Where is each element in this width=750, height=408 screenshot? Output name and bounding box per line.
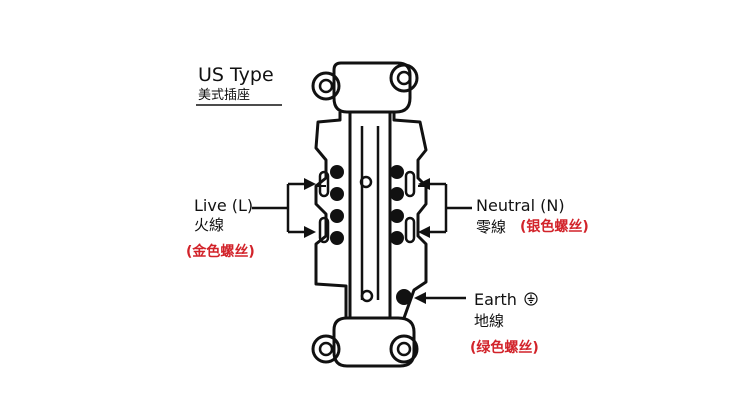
center-hole-top: [359, 175, 373, 189]
neutral-screw-3: [390, 209, 404, 223]
neutral-screw-2: [390, 187, 404, 201]
earth-label-en: Earth: [474, 292, 538, 308]
top-left-hole: [318, 78, 334, 94]
live-pointer: [252, 182, 308, 234]
center-strap: [348, 110, 392, 320]
live-screw-3: [330, 209, 344, 223]
neutral-slot-bottom: [404, 216, 416, 244]
live-screw-1: [330, 165, 344, 179]
live-screw-2: [330, 187, 344, 201]
live-arrow-bottom: [304, 226, 316, 238]
bottom-left-hole: [318, 341, 334, 357]
live-slot-top: [318, 170, 330, 198]
center-hole-bottom: [360, 289, 374, 303]
neutral-arrow-top: [418, 178, 430, 190]
earth-label-text: Earth: [474, 290, 517, 309]
neutral-screw-1: [390, 165, 404, 179]
earth-screw-label: (绿色螺丝): [470, 340, 539, 356]
bottom-right-hole: [396, 341, 412, 357]
earth-screw: [396, 289, 412, 305]
right-terminal-block: [392, 112, 428, 319]
live-label-zh: 火線: [194, 216, 225, 234]
live-arrow-top: [304, 178, 316, 190]
ground-icon: [524, 292, 538, 306]
live-screw-4: [330, 231, 344, 245]
neutral-arrow-bottom: [418, 226, 430, 238]
neutral-slot-top: [404, 170, 416, 198]
neutral-screw-label: (银色螺丝): [520, 219, 589, 235]
top-mounting-ear: [332, 61, 412, 114]
title-en: US Type: [198, 64, 274, 86]
earth-arrow: [414, 292, 426, 304]
left-terminal-block: [314, 112, 348, 318]
live-slot-bottom: [318, 216, 330, 244]
neutral-pointer: [426, 182, 472, 234]
neutral-label-zh: 零線: [476, 218, 507, 236]
neutral-screw-4: [390, 231, 404, 245]
neutral-label-en: Neutral (N): [476, 196, 565, 215]
top-right-hole: [396, 70, 412, 86]
bottom-mounting-ear: [332, 316, 416, 368]
earth-label-zh: 地線: [474, 312, 505, 330]
live-screw-label: (金色螺丝): [186, 244, 255, 260]
title-zh: 美式插座: [198, 88, 251, 103]
live-label-en: Live (L): [194, 196, 254, 215]
